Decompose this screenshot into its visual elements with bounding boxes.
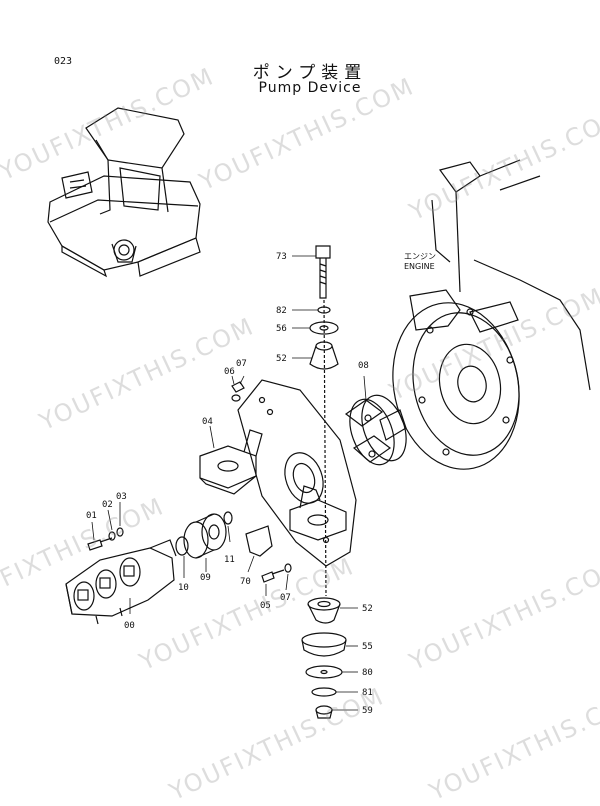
engine-label-jp: エンジン [404, 252, 436, 261]
part-label: 81 [362, 688, 373, 698]
parts-diagram-page: 023 ポンプ装置 Pump Device エンジン ENGINE [0, 56, 600, 806]
part-label: 11 [224, 555, 235, 565]
center-axis [323, 299, 327, 597]
coupling [344, 394, 407, 466]
page-number: 023 [54, 56, 73, 67]
part-label: 70 [240, 577, 251, 587]
ring-11 [223, 511, 233, 525]
bracket-left [199, 429, 263, 495]
washer-02 [108, 531, 116, 541]
hub-09 [183, 513, 227, 559]
plate-80 [305, 665, 343, 679]
washer-07-upper [231, 394, 241, 402]
engine-outline [409, 159, 591, 391]
part-label: 04 [202, 417, 213, 427]
mount-52-lower [307, 597, 341, 624]
part-label: 10 [178, 583, 189, 593]
bracket-right [289, 485, 347, 541]
part-label: 02 [102, 500, 113, 510]
leader-lines [91, 255, 367, 711]
part-label: 52 [276, 354, 287, 364]
flywheel [392, 302, 520, 470]
exploded-view: 73 82 56 52 06 07 08 04 01 02 03 11 09 1… [47, 107, 591, 719]
part-label: 55 [362, 642, 373, 652]
mount-55 [301, 632, 347, 657]
part-label: 59 [362, 706, 373, 716]
part-label: 05 [260, 601, 271, 611]
title-japanese: ポンプ装置 [252, 63, 368, 83]
bolt-73 [315, 245, 331, 299]
part-label: 09 [200, 573, 211, 583]
part-label: 56 [276, 324, 287, 334]
washer-03 [116, 527, 124, 537]
part-label: 73 [276, 252, 287, 262]
engine-label: エンジン ENGINE [404, 252, 436, 272]
engine-label-en: ENGINE [404, 262, 435, 271]
part-label: 06 [224, 367, 235, 377]
part-label: 52 [362, 604, 373, 614]
part-labels: 73 82 56 52 06 07 08 04 01 02 03 11 09 1… [86, 252, 373, 716]
part-label: 03 [116, 492, 127, 502]
part-label: 01 [86, 511, 97, 521]
hydraulic-pump [65, 539, 177, 625]
part-label: 82 [276, 306, 287, 316]
bolt-06 [231, 381, 245, 393]
clip-70 [245, 525, 273, 557]
washer-07-lower [284, 563, 292, 573]
bolt-05 [261, 569, 285, 583]
washer-81 [311, 687, 337, 697]
excavator-thumbnail [47, 107, 201, 278]
part-label: 00 [124, 621, 135, 631]
part-label: 08 [358, 361, 369, 371]
part-label: 07 [280, 593, 291, 603]
oring-10 [175, 536, 189, 556]
mount-52-upper [309, 341, 339, 370]
part-label: 07 [236, 359, 247, 369]
part-label: 80 [362, 668, 373, 678]
title-english: Pump Device [258, 80, 362, 96]
